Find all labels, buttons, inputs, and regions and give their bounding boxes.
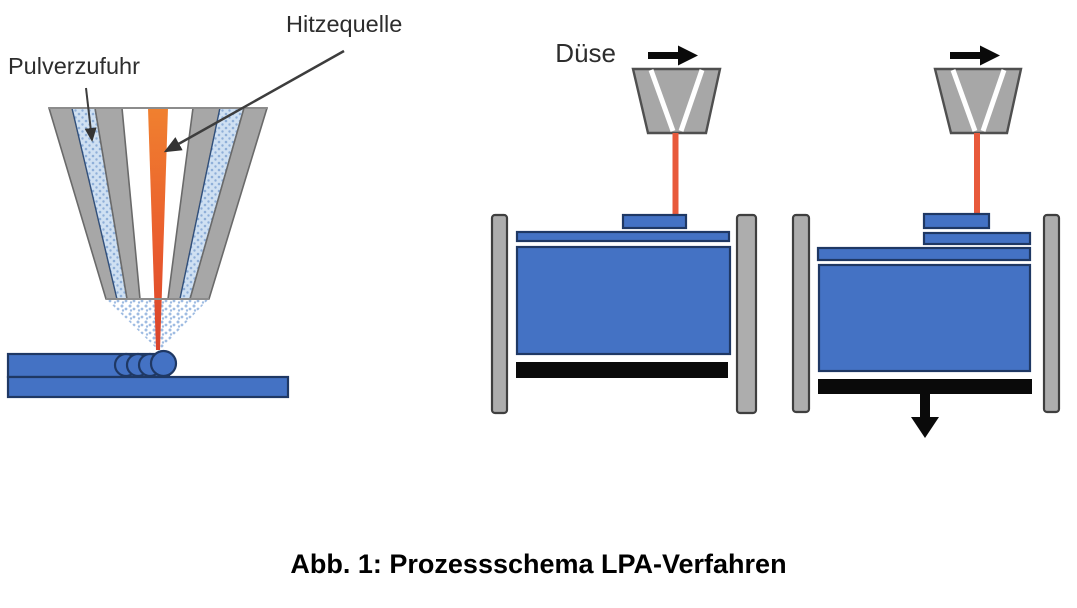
panel-powder-bed-deposition: Düse — [490, 38, 758, 415]
heat-source-leader-line — [163, 49, 345, 153]
laser-beam — [148, 108, 168, 350]
deposited-part — [621, 213, 688, 230]
laser-beam — [974, 133, 980, 215]
process-diagram: Pulverzufuhr Hitzequelle Düse — [6, 11, 1061, 438]
laser-beam — [672, 133, 679, 216]
figure-caption: Abb. 1: Prozessschema LPA-Verfahren — [290, 549, 787, 579]
deposited-part-layer-2 — [922, 212, 991, 230]
nozzle-slit-right — [678, 69, 705, 132]
powder-feed-leader-line — [84, 87, 97, 142]
powder-bed — [817, 263, 1032, 373]
nozzle-motion-right-arrow-icon — [950, 45, 1000, 66]
deposition-nozzle — [631, 67, 722, 135]
nozzle-slit-right — [980, 69, 1007, 132]
build-platform — [516, 362, 728, 378]
powder-layer — [816, 246, 1032, 262]
substrate-plate — [6, 375, 290, 399]
panel-powder-bed-lowering — [791, 45, 1061, 438]
powder-bed — [515, 245, 732, 356]
container-wall-right — [1042, 213, 1061, 414]
process-diagram-svg: Pulverzufuhr Hitzequelle Düse — [6, 11, 1061, 438]
panel-nozzle-detail: Pulverzufuhr Hitzequelle — [6, 11, 402, 399]
heat-source-label: Hitzequelle — [286, 11, 402, 37]
nozzle-slit-left — [648, 69, 676, 132]
powder-feed-label: Pulverzufuhr — [8, 53, 140, 79]
deposited-part-layer-1 — [922, 231, 1032, 246]
nozzle-slit-left — [950, 69, 978, 132]
platform-down-arrow-icon — [911, 394, 939, 438]
container-wall-left — [791, 213, 811, 414]
powder-layer — [515, 230, 731, 243]
nozzle-motion-right-arrow-icon — [648, 45, 698, 66]
build-platform — [818, 379, 1032, 394]
weld-bead — [149, 349, 178, 378]
container-wall-right — [735, 213, 758, 415]
deposition-nozzle — [933, 67, 1023, 135]
nozzle-label: Düse — [555, 38, 616, 68]
container-wall-left — [490, 213, 509, 415]
